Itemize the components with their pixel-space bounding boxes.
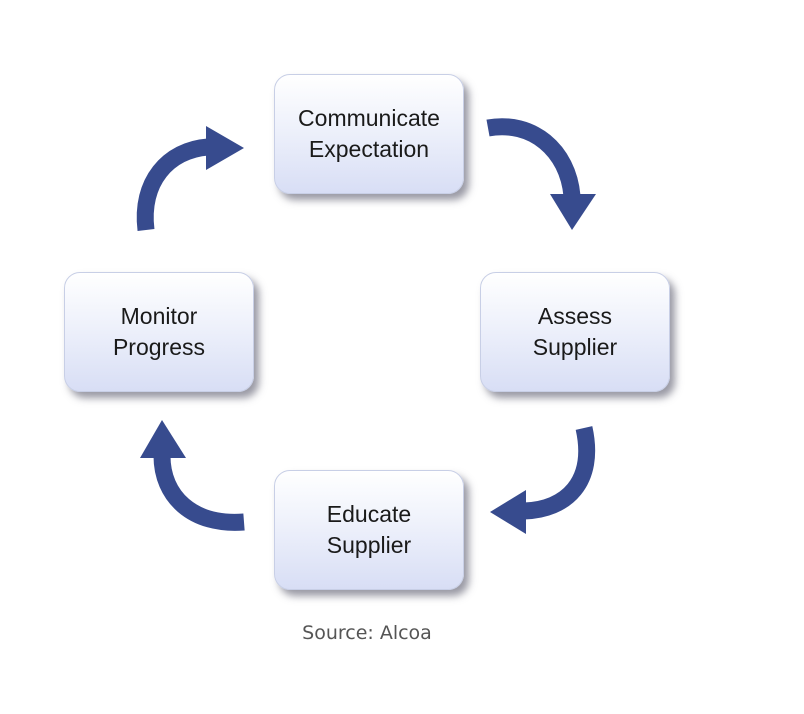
arrow-monitor-to-communicate bbox=[136, 126, 244, 232]
step-educate-supplier: Educate Supplier bbox=[274, 470, 464, 590]
arrow-educate-to-monitor bbox=[140, 420, 245, 531]
step-label: Assess Supplier bbox=[532, 303, 618, 360]
step-assess-supplier: Assess Supplier bbox=[480, 272, 670, 392]
step-label: Educate Supplier bbox=[326, 501, 412, 558]
step-label: Communicate Expectation bbox=[298, 105, 440, 162]
source-caption: Source: Alcoa bbox=[302, 622, 432, 644]
arrow-assess-to-educate bbox=[490, 426, 596, 534]
arrow-communicate-to-assess bbox=[486, 118, 596, 230]
step-monitor-progress: Monitor Progress bbox=[64, 272, 254, 392]
step-communicate-expectation: Communicate Expectation bbox=[274, 74, 464, 194]
step-label: Monitor Progress bbox=[112, 303, 206, 360]
